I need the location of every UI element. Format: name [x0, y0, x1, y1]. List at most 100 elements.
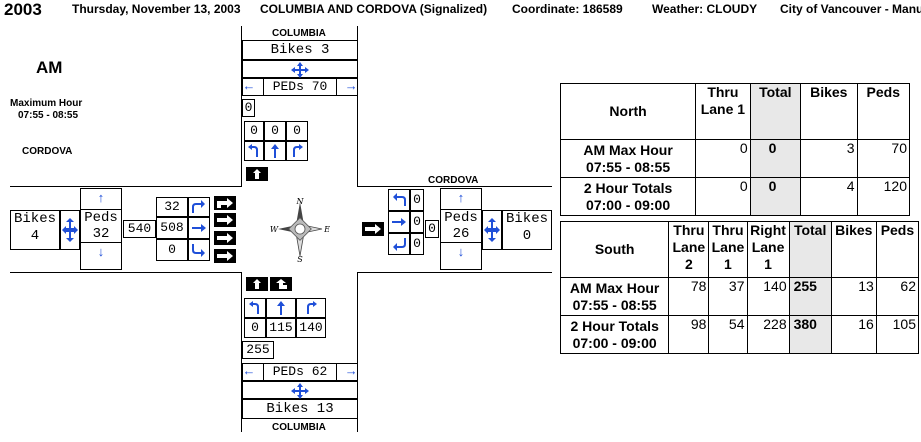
south-cell: 37 — [708, 277, 748, 316]
thru-arrow-icon — [192, 224, 206, 232]
compass-w: W — [270, 225, 279, 234]
north-count-left: 0 — [244, 121, 264, 141]
east-peds-value: 26 — [441, 226, 481, 243]
signal-up-arrow-icon — [253, 279, 261, 289]
north-left-turn — [244, 141, 264, 161]
south-header-total: Total — [788, 221, 832, 278]
turn-right-arrow-icon — [293, 144, 303, 157]
west-left-turn — [188, 197, 210, 217]
south-cell: 62 — [875, 277, 920, 316]
south-cell: 13 — [830, 277, 877, 316]
north-bike-crossing — [242, 60, 358, 78]
north-cell: 0 — [695, 177, 751, 216]
east-count-left: 0 — [410, 189, 424, 211]
west-count-left: 32 — [156, 197, 188, 217]
south-header-thru2: Thru Lane 2 — [668, 221, 710, 278]
west-count-thru: 508 — [156, 217, 188, 239]
north-bikes-count: Bikes 3 — [242, 40, 358, 60]
west-bike-crossing — [60, 210, 80, 250]
south-left-turn — [244, 298, 266, 318]
turn-left-arrow-icon — [393, 193, 406, 206]
east-left-turn — [388, 189, 410, 211]
north-table-corner: North — [559, 83, 697, 140]
max-hour-label: Maximum Hour — [10, 98, 83, 109]
east-peds-label: Peds — [444, 210, 478, 226]
turn-right-arrow-icon — [192, 244, 205, 257]
north-right-turn — [286, 141, 308, 161]
period-label: AM — [36, 58, 63, 77]
east-thru — [388, 211, 410, 233]
thru-arrow-icon — [271, 144, 279, 158]
north-cell: 3 — [800, 139, 858, 178]
south-cell-total: 380 — [788, 315, 832, 354]
thru-arrow-icon — [392, 218, 406, 226]
arrow-up-icon: ↑ — [441, 189, 481, 210]
report-date: Thursday, November 13, 2003 — [72, 2, 241, 16]
weather: Weather: CLOUDY — [652, 2, 758, 16]
south-cell: 105 — [875, 315, 920, 354]
compass-s: S — [297, 255, 303, 262]
west-signal-1 — [214, 196, 236, 210]
four-way-arrow-icon — [62, 218, 78, 242]
east-bikes-box: Bikes 0 — [502, 210, 552, 250]
signal-right-arrow-icon — [217, 233, 233, 243]
signal-up-arrow-icon — [253, 169, 261, 179]
west-peds-value: 32 — [81, 226, 121, 243]
east-count-thru: 0 — [410, 211, 424, 233]
east-right-turn — [388, 233, 410, 255]
north-cell-total: 0 — [749, 177, 802, 216]
east-bikes-label: Bikes — [505, 211, 548, 227]
compass-e: E — [323, 225, 330, 234]
south-header-bikes: Bikes — [830, 221, 877, 278]
four-way-arrow-icon — [291, 383, 309, 399]
four-way-arrow-icon — [484, 218, 500, 242]
south-bike-crossing — [242, 381, 358, 399]
south-cell: 140 — [746, 277, 790, 316]
south-header-thru1: Thru Lane 1 — [708, 221, 748, 278]
report-id: 2003 — [4, 0, 42, 19]
four-way-arrow-icon — [291, 62, 309, 78]
south-peds-count: PEDs 62 — [263, 364, 337, 380]
west-bikes-box: Bikes 4 — [10, 210, 60, 250]
north-cell: 120 — [856, 177, 911, 216]
street-south-label: COLUMBIA — [272, 422, 326, 433]
north-signal — [246, 167, 268, 181]
arrow-left-icon: ← — [245, 79, 253, 94]
east-count-right: 0 — [410, 233, 424, 255]
signal-right-arrow-icon — [365, 224, 381, 234]
road-line — [10, 272, 242, 273]
road-line — [241, 26, 242, 186]
road-line — [357, 272, 552, 273]
south-summary-table: South Thru Lane 2 Thru Lane 1 Right Lane… — [559, 221, 920, 354]
arrow-up-icon: ↑ — [81, 189, 121, 210]
street-west-label: CORDOVA — [22, 146, 73, 157]
north-count-right: 0 — [286, 121, 308, 141]
north-peds-row: ← PEDs 70 → — [242, 78, 358, 96]
coordinate: Coordinate: 186589 — [512, 2, 623, 16]
arrow-left-icon: ← — [245, 364, 253, 379]
south-signal-2 — [270, 277, 292, 291]
west-right-turn — [188, 239, 210, 261]
thru-arrow-icon — [277, 301, 285, 315]
south-bikes-count: Bikes 13 — [242, 399, 358, 419]
north-header-peds: Peds — [856, 83, 911, 140]
west-bikes-value: 4 — [30, 228, 40, 244]
compass-rose-icon: N S W E — [270, 197, 330, 262]
east-peds-box: ↑ Peds 26 ↓ — [440, 188, 482, 270]
south-signal-1 — [246, 277, 268, 291]
south-cell: 78 — [668, 277, 710, 316]
south-header-right1: Right Lane 1 — [746, 221, 790, 278]
north-cell-total: 0 — [749, 139, 802, 178]
signal-right-arrow-icon — [217, 215, 233, 225]
south-thru — [266, 298, 296, 318]
turn-right-arrow-icon — [307, 301, 317, 314]
north-header-total: Total — [749, 83, 802, 140]
compass-n: N — [296, 197, 305, 206]
street-east-label: CORDOVA — [428, 175, 479, 186]
